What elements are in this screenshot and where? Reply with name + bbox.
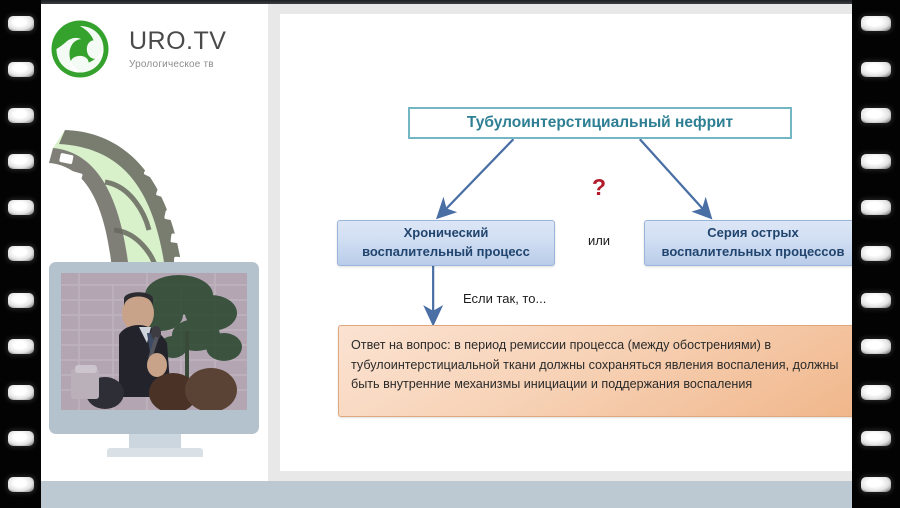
brand-title: URO.TV bbox=[129, 26, 227, 55]
if-so-label: Если так, то... bbox=[463, 291, 547, 306]
video-monitor bbox=[41, 262, 266, 462]
diagram-title-box: Тубулоинтерстициальный нефрит bbox=[408, 107, 792, 139]
branch-box-chronic: Хронический воспалительный процесс bbox=[337, 220, 555, 266]
branch-acute-line1: Серия острых bbox=[707, 225, 799, 241]
sprocket-hole bbox=[861, 292, 891, 308]
sprocket-hole bbox=[7, 246, 34, 262]
slide-outer-frame: Тубулоинтерстициальный нефрит Хронически… bbox=[268, 4, 862, 481]
sprocket-hole bbox=[861, 431, 891, 447]
sprocket-hole bbox=[7, 107, 34, 123]
sprocket-hole bbox=[861, 107, 891, 123]
branch-acute-line2: воспалительных процессов bbox=[661, 244, 845, 259]
branch-box-acute-series: Серия острых воспалительных процессов bbox=[644, 220, 862, 266]
video-thumbnail[interactable] bbox=[61, 273, 247, 410]
monitor-stand-neck bbox=[129, 434, 181, 452]
monitor-stand-foot bbox=[107, 448, 203, 457]
sprocket-hole bbox=[861, 338, 891, 354]
sprocket-hole bbox=[7, 154, 34, 170]
sprocket-hole bbox=[861, 15, 891, 31]
answer-box: Ответ на вопрос: в период ремиссии проце… bbox=[338, 325, 862, 417]
left-branding-panel: URO.TV Урологическое тв bbox=[41, 4, 268, 508]
arrow-to-left-branch bbox=[435, 138, 515, 220]
brand-subtitle: Урологическое тв bbox=[129, 58, 214, 70]
brand-logo-row: URO.TV Урологическое тв bbox=[49, 18, 226, 80]
sprocket-hole bbox=[7, 431, 34, 447]
sprocket-hole bbox=[7, 200, 34, 216]
speaker-photo-icon bbox=[61, 273, 247, 410]
bottom-shelf-bar bbox=[41, 481, 852, 508]
filmstrip-border-left bbox=[0, 0, 41, 508]
filmstrip-border-right bbox=[852, 0, 900, 508]
urotv-swirl-logo-icon bbox=[51, 20, 109, 78]
sprocket-hole bbox=[861, 477, 891, 493]
connector-or-label: или bbox=[587, 233, 611, 248]
top-edge-bar bbox=[41, 0, 852, 4]
sprocket-hole bbox=[7, 292, 34, 308]
sprocket-hole bbox=[861, 154, 891, 170]
sprocket-hole bbox=[7, 338, 34, 354]
flowchart-diagram: Тубулоинтерстициальный нефрит Хронически… bbox=[280, 14, 862, 471]
sprocket-hole bbox=[861, 246, 891, 262]
brand-text: URO.TV Урологическое тв bbox=[129, 26, 227, 70]
branch-chronic-line1: Хронический bbox=[403, 225, 489, 241]
branch-chronic-line2: воспалительный процесс bbox=[362, 244, 530, 259]
sprocket-hole bbox=[7, 384, 34, 400]
presentation-slide: Тубулоинтерстициальный нефрит Хронически… bbox=[280, 14, 862, 471]
sprocket-hole bbox=[7, 61, 34, 77]
sprocket-hole bbox=[861, 61, 891, 77]
sprocket-hole bbox=[7, 15, 34, 31]
arrow-to-right-branch bbox=[639, 138, 713, 220]
question-mark-label: ? bbox=[591, 174, 607, 200]
sprocket-hole bbox=[861, 384, 891, 400]
sprocket-hole bbox=[7, 477, 34, 493]
sprocket-hole bbox=[861, 200, 891, 216]
